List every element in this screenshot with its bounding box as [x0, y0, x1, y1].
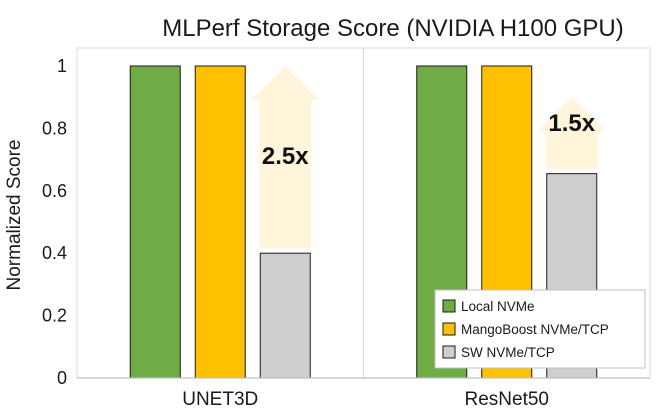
y-axis-label: Normalized Score [4, 140, 25, 291]
bar-mangoboost-nvme-tcp-unet3d [194, 65, 246, 379]
legend-box [434, 289, 646, 369]
bar-sw-nvme-tcp-unet3d [259, 252, 311, 379]
y-tick-label: 0.6 [42, 181, 67, 201]
speedup-label: 2.5x [262, 143, 309, 170]
bars-layer [129, 65, 598, 379]
y-tick-label: 0.4 [42, 243, 67, 263]
legend-swatch [442, 299, 456, 313]
bar-local-nvme-unet3d [129, 65, 181, 379]
annotations-layer: 2.5x 1.5x [251, 66, 606, 249]
x-tick-label: UNET3D [182, 389, 258, 410]
legend-item-label: SW NVMe/TCP [461, 345, 555, 360]
y-tick-label: 1 [57, 56, 67, 76]
x-tick-label: ResNet50 [465, 389, 550, 410]
legend-swatch [442, 345, 456, 359]
y-tick-label: 0.8 [42, 118, 67, 138]
legend-swatch [442, 322, 456, 336]
chart-title: MLPerf Storage Score (NVIDIA H100 GPU) [162, 15, 624, 42]
increase-arrow-resnet50 [537, 97, 606, 169]
y-tick-label: 0 [57, 368, 67, 388]
increase-arrow-unet3d [251, 66, 320, 249]
legend-item-label: MangoBoost NVMe/TCP [461, 322, 609, 337]
legend-item-label: Local NVMe [461, 299, 535, 314]
y-tick-label: 0.2 [42, 306, 67, 326]
speedup-label: 1.5x [548, 110, 595, 137]
